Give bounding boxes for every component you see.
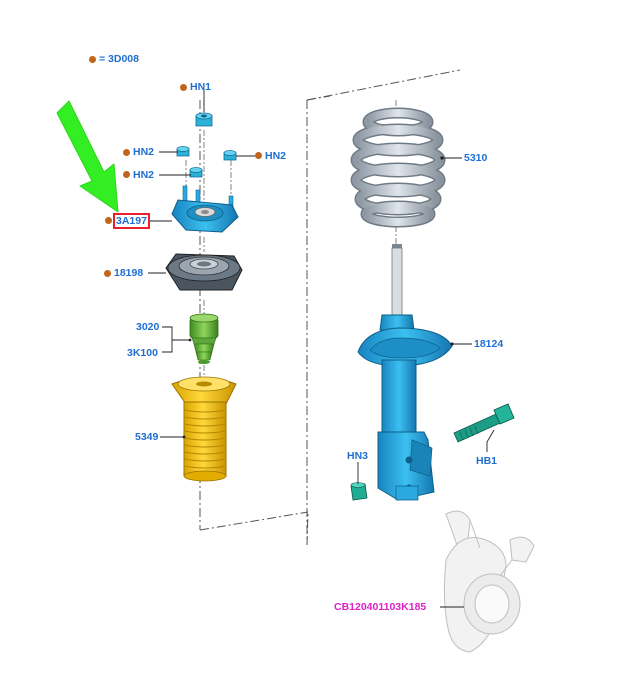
legend-bullet-icon — [89, 56, 96, 63]
label-spring[interactable]: 5310 — [464, 152, 488, 164]
bearing-18198[interactable] — [165, 253, 243, 291]
label-top-mount[interactable]: 3A197 — [116, 215, 147, 227]
strut-18124[interactable] — [357, 244, 453, 501]
bullet-hn2-left-top-icon — [123, 149, 130, 156]
hn2-nut-left-top[interactable] — [176, 146, 190, 157]
label-boot[interactable]: 5349 — [135, 431, 159, 443]
hn1-nut[interactable] — [195, 112, 213, 127]
hn2-nut-left-bottom[interactable] — [189, 167, 203, 178]
bump-stop-3020-3k100[interactable] — [189, 313, 219, 364]
highlight-box — [113, 213, 150, 229]
label-bearing[interactable]: 18198 — [114, 267, 144, 279]
bullet-hn1-icon — [180, 84, 187, 91]
label-strut[interactable]: 18124 — [474, 338, 504, 350]
steering-knuckle-ghost — [443, 510, 535, 653]
label-bumper-top[interactable]: 3020 — [136, 321, 160, 333]
label-hn2-left-top[interactable]: HN2 — [133, 146, 155, 158]
top-mount-3a197[interactable] — [171, 185, 239, 233]
bullet-bearing-icon — [104, 270, 111, 277]
hn2-nut-right[interactable] — [223, 150, 237, 161]
label-hn2-right[interactable]: HN2 — [265, 150, 287, 162]
leader-endpoints — [182, 156, 454, 439]
coil-spring-5310[interactable] — [350, 107, 446, 228]
bullet-top-mount-icon — [105, 217, 112, 224]
label-hb1[interactable]: HB1 — [476, 455, 498, 467]
legend-label: = 3D008 — [99, 53, 139, 65]
leader-lines — [148, 86, 495, 608]
bullet-hn2-right-icon — [255, 152, 262, 159]
dust-boot-5349[interactable] — [171, 376, 237, 482]
label-hn1[interactable]: HN1 — [190, 81, 212, 93]
label-knuckle-ref[interactable]: CB120401103K185 — [334, 601, 427, 613]
bullet-hn2-left-bottom-icon — [123, 171, 130, 178]
label-bumper-bottom[interactable]: 3K100 — [127, 347, 158, 359]
label-hn3[interactable]: HN3 — [347, 450, 369, 462]
label-hn2-left-bottom[interactable]: HN2 — [133, 169, 155, 181]
hn3-nut[interactable] — [350, 482, 368, 501]
hb1-bolt[interactable] — [453, 403, 515, 443]
green-arrow-icon — [56, 100, 119, 213]
